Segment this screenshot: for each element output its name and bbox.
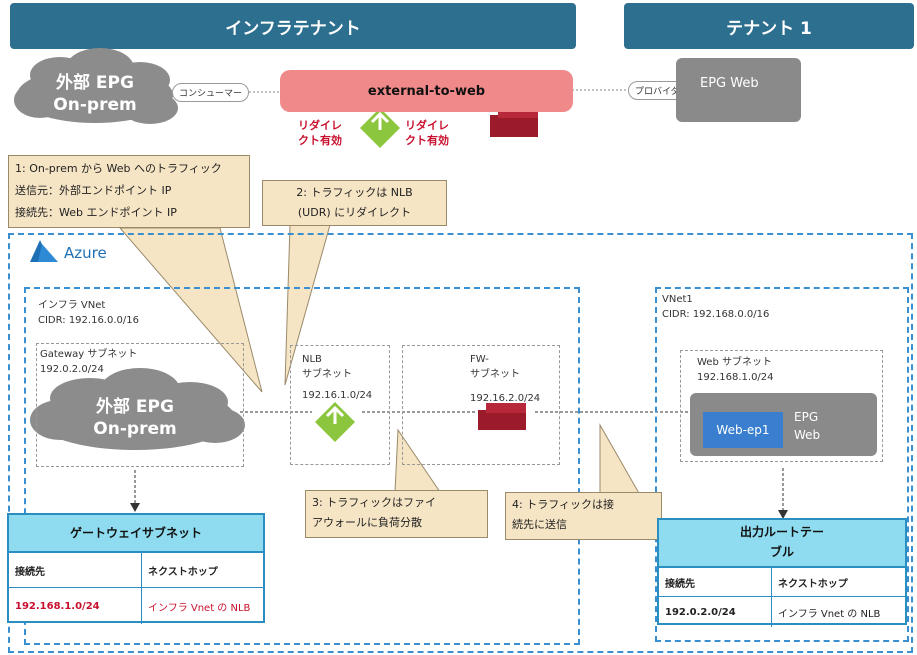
top-firewall-icon — [490, 108, 538, 137]
gw-row-dest: 192.168.1.0/24 — [9, 588, 142, 624]
nlb-load-balancer-icon — [315, 402, 355, 442]
azure-logo-icon — [30, 240, 58, 262]
top-cloud-icon — [14, 48, 178, 124]
out-col-hop: ネクストホップ — [778, 578, 848, 590]
redirect-label-2: リダイレクト有効 — [405, 119, 449, 147]
callout-1: 1: On-prem から Web へのトラフィック送信元：外部エンドポイント … — [8, 155, 250, 228]
callout-2: 2: トラフィックは NLB(UDR) にリダイレクト — [262, 180, 447, 226]
gateway-route-table: ゲートウェイサブネット 接続先 ネクストホップ 192.168.1.0/24 イ… — [7, 513, 265, 624]
gw-col-hop: ネクストホップ — [148, 566, 218, 578]
infra-tenant-header: インフラテナント — [10, 3, 576, 49]
tenant1-header: テナント 1 — [624, 3, 914, 49]
web-ep1-endpoint[interactable]: Web-ep1 — [703, 412, 783, 448]
fw-subnet-label: FW-サブネット — [470, 354, 520, 380]
azure-label: Azure — [64, 244, 107, 262]
gw-row-hop: インフラ Vnet の NLB — [148, 602, 251, 614]
vnet1-box — [655, 287, 909, 642]
top-load-balancer-icon — [360, 108, 400, 148]
callout-4: 4: トラフィックは接続先に送信 — [505, 492, 662, 540]
gateway-cloud-icon — [30, 368, 245, 450]
fw-firewall-icon — [478, 403, 526, 430]
out-col-dest: 接続先 — [659, 568, 772, 596]
consumer-tag: コンシューマー — [172, 83, 250, 102]
web-subnet-box — [680, 350, 883, 462]
redirect-label-1: リダイレクト有効 — [298, 119, 342, 147]
azure-region — [8, 233, 913, 653]
gw-col-dest: 接続先 — [9, 553, 142, 587]
gateway-subnet-box — [36, 343, 244, 467]
output-route-table-title: 出力ルートテーブル — [659, 520, 905, 568]
epg-web-top[interactable]: EPG Web — [676, 58, 801, 122]
fw-subnet-box — [402, 345, 560, 465]
out-row-dest: 192.0.2.0/24 — [659, 597, 772, 627]
infra-vnet-box — [24, 287, 580, 645]
contract-external-to-web[interactable]: external-to-web — [280, 70, 573, 112]
out-row-hop: インフラ Vnet の NLB — [778, 608, 881, 620]
output-route-table: 出力ルートテーブル 接続先 ネクストホップ 192.0.2.0/24 インフラ … — [657, 518, 907, 627]
fw-subnet-cidr: 192.16.2.0/24 — [470, 393, 541, 404]
nlb-subnet-box — [290, 345, 390, 465]
gateway-route-table-title: ゲートウェイサブネット — [9, 515, 263, 553]
callout1-pointer — [118, 227, 263, 393]
callout-3: 3: トラフィックはファイアウォールに負荷分散 — [305, 490, 488, 538]
